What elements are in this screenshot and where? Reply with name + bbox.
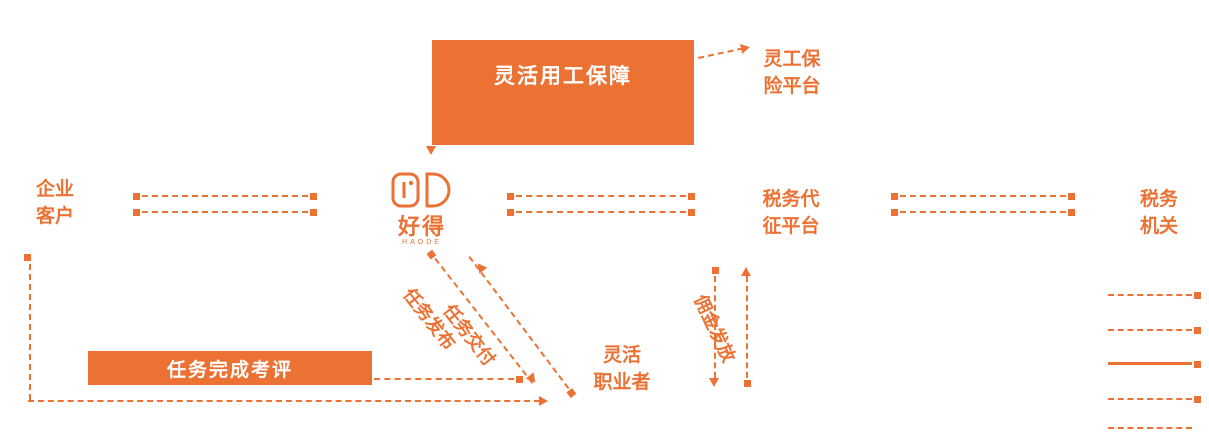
square-marker <box>1194 291 1201 299</box>
tax-collection-line2: 征平台 <box>762 216 820 237</box>
square-marker <box>507 208 514 216</box>
legend-solid-line <box>1108 360 1201 368</box>
link-bar-to-worker <box>374 375 523 383</box>
up-arrowhead-icon <box>741 267 751 276</box>
task-evaluation-bar: 任务完成考评 <box>88 351 372 385</box>
brand-caption: HAODE <box>402 239 442 246</box>
legend-dashed-line <box>1108 291 1201 299</box>
square-marker <box>566 387 577 398</box>
node-tax-authority: 税务 机关 <box>1128 186 1190 240</box>
haode-brand: 好得 HAODE <box>384 172 460 246</box>
coverage-box: 灵活用工保障 <box>432 40 694 145</box>
link-enterprise-haode-bottom <box>133 208 317 216</box>
square-marker <box>310 192 317 200</box>
square-marker <box>1068 192 1075 200</box>
node-tax-collection-platform: 税务代 征平台 <box>748 186 834 240</box>
insurance-platform-line2: 险平台 <box>763 76 821 97</box>
legend-dashed-line <box>1108 326 1201 334</box>
square-marker <box>1194 326 1201 334</box>
tax-authority-line2: 机关 <box>1139 216 1178 237</box>
square-marker <box>133 192 140 200</box>
square-marker <box>1194 395 1201 403</box>
square-marker <box>891 192 898 200</box>
node-insurance-platform: 灵工保 险平台 <box>752 46 832 100</box>
task-evaluation-label: 任务完成考评 <box>166 359 293 381</box>
square-marker <box>516 375 523 383</box>
square-marker <box>310 208 317 216</box>
tax-authority-line1: 税务 <box>1139 189 1178 210</box>
legend-dashed-line <box>1108 427 1192 429</box>
square-marker <box>711 267 719 274</box>
square-marker <box>133 208 140 216</box>
square-marker <box>507 192 514 200</box>
flexible-worker-line1: 灵活 <box>602 345 641 366</box>
node-enterprise-client: 企业 客户 <box>24 176 86 230</box>
brand-name: 好得 <box>397 214 446 239</box>
square-marker <box>891 208 898 216</box>
down-arrowhead-icon <box>426 146 436 155</box>
link-enterprise-haode-top <box>133 192 317 200</box>
node-flexible-worker: 灵活 职业者 <box>586 342 658 396</box>
right-arrowhead-icon <box>539 396 548 406</box>
tax-collection-line1: 税务代 <box>762 189 820 210</box>
square-marker <box>743 380 751 387</box>
square-marker <box>426 249 437 260</box>
square-marker <box>688 208 695 216</box>
enterprise-client-line2: 客户 <box>35 206 74 227</box>
link-taxagent-taxauthority-top <box>891 192 1075 200</box>
square-marker <box>688 192 695 200</box>
link-haode-taxagent-bottom <box>507 208 695 216</box>
flexible-worker-line2: 职业者 <box>593 372 651 393</box>
haode-logo-icon <box>391 172 451 208</box>
link-taxagent-taxauthority-bottom <box>891 208 1075 216</box>
insurance-platform-line1: 灵工保 <box>763 49 821 70</box>
enterprise-client-line1: 企业 <box>35 179 74 200</box>
square-marker <box>1194 360 1201 368</box>
legend-dashed-line <box>1108 395 1201 403</box>
link-taxagent-worker-left <box>711 267 719 378</box>
down-arrowhead-icon <box>709 378 719 387</box>
commission-label: 佣金发放 <box>690 291 739 366</box>
link-taxagent-worker-right <box>743 276 751 387</box>
right-arrowhead-icon <box>525 372 540 386</box>
right-arrowhead-icon <box>473 260 488 274</box>
link-evaluation-across <box>28 400 540 402</box>
link-enterprise-down <box>29 264 31 400</box>
square-marker <box>24 254 31 261</box>
link-box-to-insurance <box>698 47 744 59</box>
right-arrowhead-icon <box>740 42 751 54</box>
coverage-box-label: 灵活用工保障 <box>494 65 632 88</box>
square-marker <box>1068 208 1075 216</box>
link-haode-taxagent-top <box>507 192 695 200</box>
